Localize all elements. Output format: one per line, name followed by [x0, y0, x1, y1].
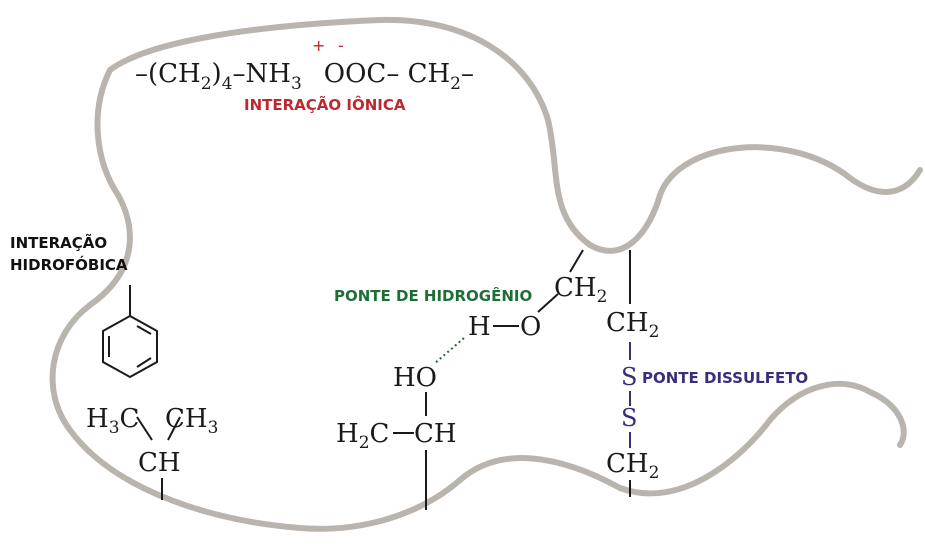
benzene-inner-bond-2: [136, 357, 152, 368]
serine-ch2: CH2: [554, 273, 607, 307]
ionic-part5: –: [461, 59, 474, 89]
valine-center: CH: [138, 448, 181, 478]
valine-bond-left: [136, 416, 153, 441]
sulfur-2: S: [621, 404, 637, 432]
hydrogen-bond-dotted: [433, 337, 465, 365]
hydrogen-bridge: PONTE DE HIDROGÊNIO H O CH2 HO H2C CH: [334, 249, 607, 510]
disulfide-bridge-label: PONTE DISSULFETO: [642, 369, 808, 387]
hydrogen-bridge-label: PONTE DE HIDROGÊNIO: [334, 286, 532, 305]
serine-o-ch2-bond: [537, 293, 559, 313]
minus-charge: -: [338, 36, 344, 55]
ionic-sub2: 4: [222, 74, 233, 94]
ionic-part2: ): [212, 59, 222, 89]
plus-charge: +: [312, 36, 325, 55]
threonine-h2c: H2C: [336, 419, 389, 453]
serine-backbone-link: [569, 249, 584, 273]
hydrophobic-interaction: INTERAÇÃO HIDROFÓBICA H3C CH3 CH: [10, 233, 218, 500]
ionic-sub4: 2: [450, 74, 461, 94]
disulfide-bridge: CH2 S PONTE DISSULFETO S CH2: [606, 250, 808, 497]
benzene-ring-icon: [102, 314, 158, 379]
valine-right-group: CH3: [165, 404, 218, 438]
valine-bond-right: [167, 416, 181, 441]
threonine-ho: HO: [393, 363, 437, 393]
hydrophobic-label-line1: INTERAÇÃO: [10, 233, 107, 252]
ionic-sub1: 2: [201, 74, 212, 94]
sulfur-1: S: [621, 363, 637, 391]
cysteine-bottom-ch2: CH2: [606, 449, 659, 483]
ionic-part3: –NH: [233, 59, 291, 89]
serine-h: H: [468, 312, 491, 342]
hydrophobic-label-line2: HIDROFÓBICA: [10, 255, 128, 274]
ionic-label: INTERAÇÃO IÔNICA: [244, 95, 406, 114]
valine-left-group: H3C: [86, 404, 139, 438]
cysteine-top-ch2: CH2: [606, 308, 659, 342]
serine-o: O: [520, 312, 541, 342]
ionic-sub3: 3: [291, 74, 302, 94]
ionic-part4: OOC– CH: [324, 59, 450, 89]
benzene-inner-bond-1: [136, 325, 152, 335]
ionic-part1: –(CH: [135, 59, 201, 89]
protein-chain: [49, 16, 923, 532]
threonine-ch: CH: [414, 419, 457, 449]
